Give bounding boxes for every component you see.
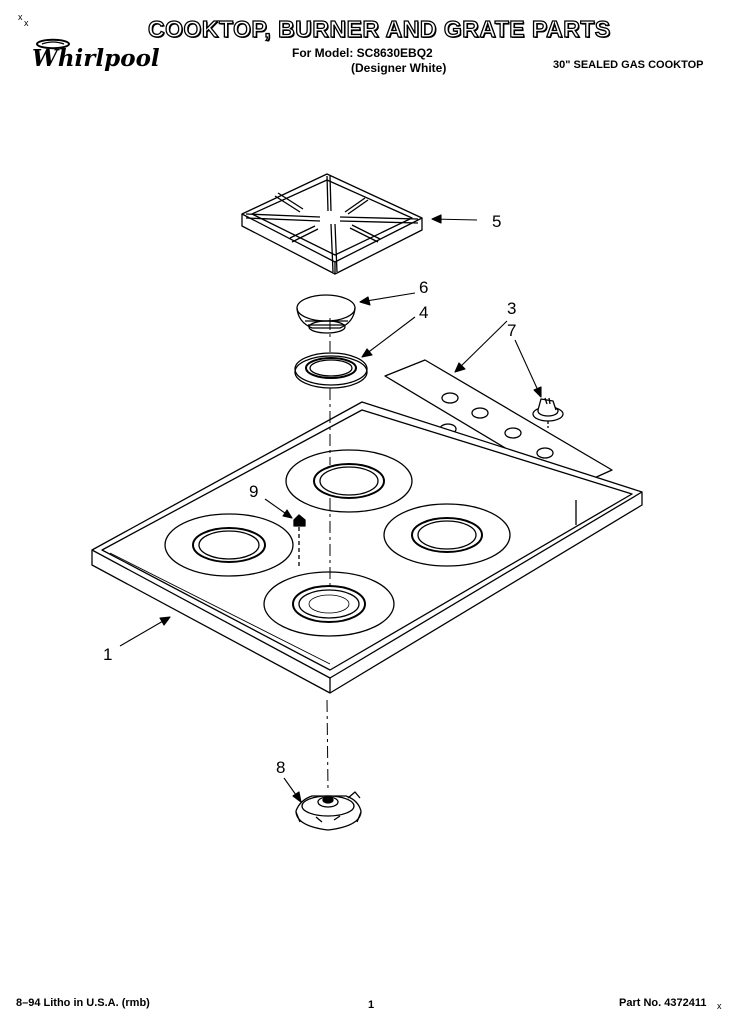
alignment-line [326,318,331,791]
leader-3 [454,320,508,373]
model-color: (Designer White) [351,61,447,75]
corner-mark: x [717,1001,722,1011]
callout-3: 3 [507,299,516,318]
cooktop [91,401,643,694]
callout-7: 7 [507,321,516,340]
logo-wordmark: Whirlpool [32,45,160,72]
grate [241,173,423,275]
whirlpool-logo: Whirlpool [32,38,160,72]
arrow-3 [454,362,466,373]
burner-ring [294,352,368,389]
print-info: 8–94 Litho in U.S.A. (rmb) [16,997,150,1009]
arrow-4 [361,348,373,358]
burner-base [295,791,362,831]
product-description: 30" SEALED GAS COOKTOP [553,59,704,71]
arrow-7 [533,386,542,398]
callout-8: 8 [276,758,285,777]
arrow-6 [359,296,371,306]
arrow-5 [431,214,442,224]
arrow-8 [292,791,302,803]
corner-mark: x [18,12,23,22]
model-number: For Model: SC8630EBQ2 [292,46,433,60]
callout-4: 4 [419,303,428,322]
leader-7 [514,339,542,398]
page-title: COOKTOP, BURNER AND GRATE PARTS [147,15,611,42]
burner-cap [296,294,356,334]
callout-9: 9 [249,482,258,501]
leader-4 [361,316,416,358]
callout-1: 1 [103,645,112,664]
arrow-9 [282,509,293,519]
callout-5: 5 [492,212,501,231]
part-number: Part No. 4372411 [619,997,707,1009]
arrow-1 [159,616,171,626]
control-knob [532,397,564,428]
screw [293,514,306,568]
page-number: 1 [368,999,375,1011]
corner-mark: x [24,18,29,28]
callout-6: 6 [419,278,428,297]
